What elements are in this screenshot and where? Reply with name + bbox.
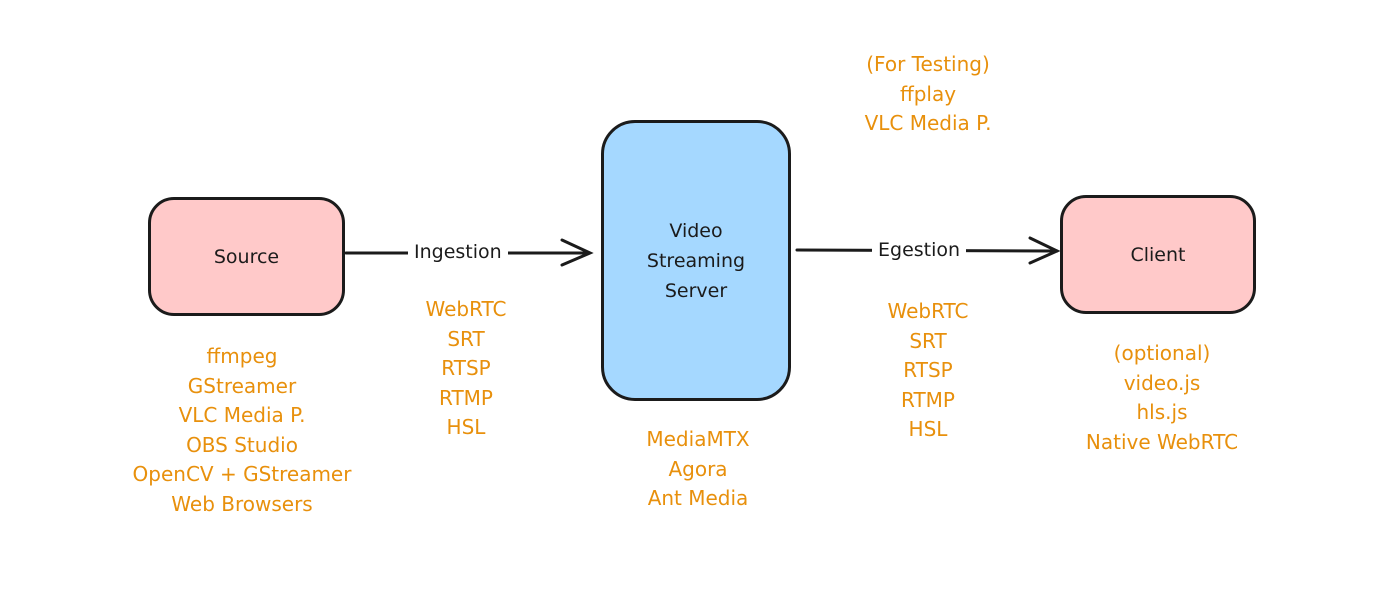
egestion-protocol-item: RTMP [901,387,955,412]
testing-tool-item: ffplay [899,81,957,106]
testing-tool-item: VLC Media P. [864,111,992,135]
server-options-list: MediaMTX Agora Ant Media [620,425,776,514]
ingestion-label: Ingestion [408,240,508,264]
source-tool-item: GStreamer [187,373,297,398]
server-label-line: Server [664,279,728,302]
source-node-label: Source [213,245,280,268]
ingestion-protocol-item: SRT [447,326,485,351]
client-tool-item: video.js [1123,370,1201,395]
server-option-item: MediaMTX [646,427,750,451]
ingestion-protocol-item: WebRTC [425,297,507,321]
server-label-line: Streaming [646,249,746,272]
server-label-line: Video [669,219,723,242]
egestion-protocols-list: WebRTC SRT RTSP RTMP HSL [868,297,988,445]
client-tools-list: (optional) video.js hls.js Native WebRTC [1062,339,1262,457]
egestion-protocol-item: WebRTC [887,299,969,323]
source-tool-item: VLC Media P. [178,403,306,427]
ingestion-protocol-item: RTSP [441,356,491,380]
testing-tools-list: (For Testing) ffplay VLC Media P. [838,50,1018,139]
ingestion-protocol-item: HSL [446,415,486,439]
source-node[interactable]: Source [148,197,345,316]
source-tools-list: ffmpeg GStreamer VLC Media P. OBS Studio… [112,342,372,519]
ingestion-protocols-list: WebRTC SRT RTSP RTMP HSL [406,295,526,443]
ingestion-protocol-item: RTMP [439,385,493,410]
source-tool-item: OBS Studio [186,432,298,457]
source-tool-item: Web Browsers [171,491,313,516]
egestion-protocol-item: HSL [908,417,948,441]
client-tool-item: (optional) [1113,341,1211,365]
source-tool-item: OpenCV + GStreamer [132,462,352,486]
source-tool-item: ffmpeg [206,344,278,368]
server-option-item: Ant Media [647,486,749,510]
video-streaming-server-node[interactable]: Video Streaming Server [601,120,791,401]
egestion-protocol-item: SRT [909,328,947,353]
client-node-label: Client [1130,243,1186,266]
client-tool-item: hls.js [1136,400,1188,424]
egestion-label: Egestion [872,238,967,262]
egestion-protocol-item: RTSP [903,358,953,382]
client-node[interactable]: Client [1060,195,1256,314]
testing-tool-item: (For Testing) [866,52,990,76]
client-tool-item: Native WebRTC [1085,429,1239,454]
server-option-item: Agora [668,456,728,481]
